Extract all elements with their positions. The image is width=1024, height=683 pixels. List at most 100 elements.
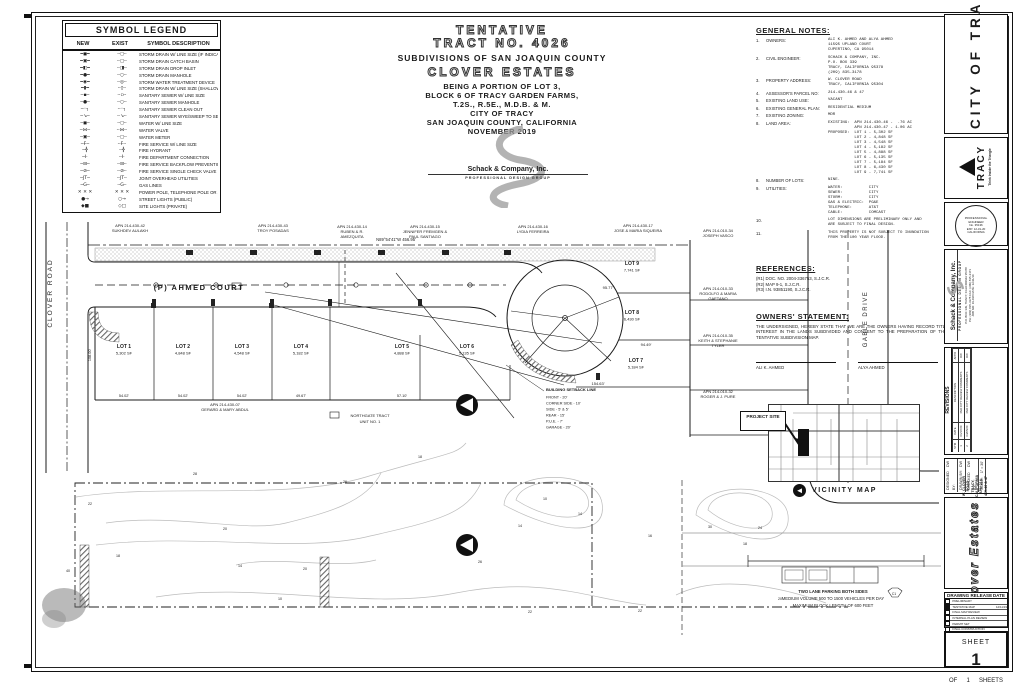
legend-exist-symbol: ╌◎╌ (117, 79, 127, 85)
lot-area-label: 4,848 SF (175, 351, 192, 356)
title-project-name: CLOVER ESTATES (427, 65, 577, 80)
title-block: TENTATIVE TRACT NO. 4026 SUBDIVISIONS OF… (352, 23, 652, 136)
tracy-logo-block: TRACY Think Inside the Triangle (944, 137, 1008, 199)
general-notes: GENERAL NOTES: 1.OWNERS:ALI K. AHMED AND… (756, 26, 942, 243)
corner-mark (24, 14, 31, 18)
legend-header: NEW EXIST SYMBOL DESCRIPTION (63, 39, 220, 50)
release-checkbox (945, 615, 951, 621)
elevation-label: 26 (343, 480, 347, 484)
legend-description: FIRE SERVICE SINGLE CHECK VALVE (139, 169, 217, 175)
legend-exist-symbol: ╌⊘╌ (117, 169, 127, 175)
legend-exist-symbol: ╌▯╌ (117, 86, 127, 92)
revision-row (971, 348, 972, 452)
reference-items: (R1) DOC. NO. 2004-336753, S.J.C.R.(R2) … (756, 276, 942, 293)
elevation-label: 20 (223, 527, 227, 531)
sheet-of-label: OF (949, 678, 958, 683)
apn-label: APN 214-430-43 (258, 223, 289, 228)
apn-label: APN 214-010-33 (703, 286, 734, 291)
title-county: SAN JOAQUIN COUNTY, CALIFORNIA (426, 118, 578, 127)
elevation-label: 10 (543, 497, 547, 501)
plan-label: 54.02' (119, 394, 130, 398)
plan-label: 154.63' (592, 381, 605, 386)
legend-title: SYMBOL LEGEND (65, 23, 218, 37)
legend-exist-symbol: ○→ (118, 196, 126, 202)
legend-description: FIRE HYDRANT (139, 148, 171, 154)
lot-area-label: 5,135 SF (459, 351, 476, 356)
general-note-item: 10.LOT DIMENSIONS ARE PRELIMINARY ONLY A… (756, 218, 922, 227)
elevation-label: 10 (278, 597, 282, 601)
apn-label: LYDIA FERREIRA (517, 229, 550, 234)
owners-title: OWNERS' STATEMENT: (756, 312, 850, 321)
tracy-tagline: Think Inside the Triangle (987, 148, 992, 186)
project-site-arrow (783, 421, 804, 447)
vicinity-caption-text: VICINITY MAP (812, 487, 877, 494)
sheet-border-inner (35, 16, 1009, 668)
release-checkbox (945, 598, 951, 604)
legend-description: SANITARY SEWER WYE/SWEEP TO SEWER MAIN (139, 114, 218, 120)
elevation-label: 20 (303, 567, 307, 571)
owners-body: THE UNDERSIGNED, HEREBY STATE THAT WE AR… (756, 324, 948, 340)
legend-row: ─╬╌╬FIRE HYDRANT (65, 148, 218, 155)
legend-row: ━◼━╌◻╌STORM DRAIN W/ LINE SIZE (IF INDIC… (65, 52, 218, 59)
apn-label: JOSEPH VASCO (703, 233, 734, 238)
elevation-label: 22 (638, 609, 642, 613)
apn-label: ROGER & J. PURE (701, 394, 736, 399)
general-note-item: 7.EXISTING ZONING:MDR (756, 113, 836, 118)
apn-label: KEITH & STEPHANIE (698, 338, 738, 343)
lot-area-label: 5,302 SF (116, 351, 133, 356)
elevation-label: 26 (478, 560, 482, 564)
firm-block: Schack & Company, Inc. PROFESSIONAL DESI… (944, 249, 1008, 344)
plan-label: MEDIUM VOLUME 500 TO 1500 VEHICLES PER D… (782, 596, 885, 601)
release-checkbox (945, 620, 951, 627)
lot-area-label: 5,182 SF (293, 351, 310, 356)
elevation-label: 20 (778, 597, 782, 601)
legend-exist-symbol: ✕ ✕ ✕ (114, 189, 130, 195)
title-tentative: TENTATIVE (456, 23, 548, 37)
plan-label: (P) AHMED COURT (154, 283, 245, 292)
legend-description: SITE LIGHTS (PRIVATE) (139, 203, 188, 209)
plan-label: REAR - 15' (546, 414, 565, 418)
apn-label: TROY POSADAS (257, 228, 289, 233)
plan-label: MAXIMUM BLOCK LENGTH OF 600 FEET (793, 603, 874, 608)
lot-area-label: 4,548 SF (234, 351, 251, 356)
legend-row: ◆■◇□SITE LIGHTS (PRIVATE) (65, 204, 218, 211)
legend-row: ━◉━╌◎╌STORM WATER TREATMENT DEVICE (65, 80, 218, 87)
apn-label: JOSE & MARIA SIQUEIRA (614, 228, 662, 233)
signature-owner-1: ALI K. AHMED (756, 362, 836, 370)
plan-label: CLOVER ROAD (47, 258, 54, 327)
vicinity-caption: ◄ VICINITY MAP (740, 484, 930, 497)
lot-label: LOT 4 (294, 344, 308, 350)
legend-col-exist: EXIST (112, 41, 128, 47)
legend-row: ━▮━╌▯╌STORM DRAIN W/ LINE SIZE (SHALLOWE… (65, 86, 218, 93)
title-tract-no: TRACT NO. 4026 (433, 36, 571, 50)
firm-contact-line: JOB NO: 19-018 DATE: 12/11/19 (971, 274, 976, 317)
legend-new-symbol: ─↘─ (80, 114, 90, 120)
references: REFERENCES: (R1) DOC. NO. 2004-336753, S… (756, 264, 942, 293)
legend-new-symbol: ━◧━ (80, 65, 90, 71)
lot-label: LOT 8 (625, 310, 639, 316)
legend-description: STORM WATER TREATMENT DEVICE (139, 79, 215, 85)
lot-label: LOT 6 (460, 344, 474, 350)
legend-description: FIRE SERVICE BACKFLOW PREVENTION DEVICE (139, 162, 218, 168)
plan-label: GABLE DRIVE (863, 291, 869, 348)
legend-description: STORM DRAIN DROP INLET (139, 65, 196, 71)
release-row: PERMIT SET (945, 620, 1007, 627)
title-desc-1: BEING A PORTION OF LOT 3, (443, 82, 561, 91)
legend-row: ─G─╌G╌GAS LINES (65, 183, 218, 190)
plan-label: 54.02' (237, 394, 248, 398)
lot-label: LOT 2 (176, 344, 190, 350)
legend-new-symbol: ─●─ (80, 100, 90, 106)
legend-row: ─▣─╌▢╌WATER METER (65, 135, 218, 142)
legend-exist-symbol: ╌◨╌ (117, 65, 127, 71)
vicinity-streets (769, 405, 919, 481)
legend-new-symbol: ─◼─ (80, 120, 90, 126)
plan-label: 49.67' (296, 394, 307, 398)
apn-label: APN 214-010-35 (703, 333, 734, 338)
plan-label: C1 (892, 592, 896, 596)
general-note-item: 8.NUMBER OF LOTS:NINE. (756, 178, 841, 183)
